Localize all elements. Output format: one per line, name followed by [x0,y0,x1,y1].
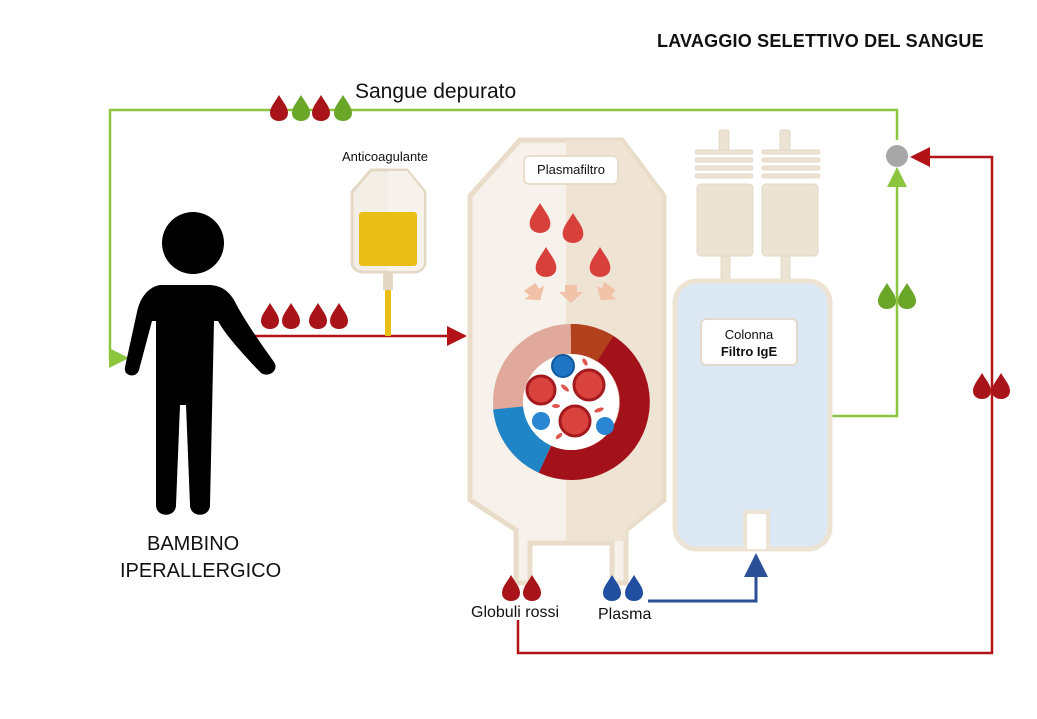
drops-sangue-depurato [270,95,352,121]
green-return-line [108,108,907,418]
label-colonna-box: Colonna Filtro IgE [700,318,798,366]
label-colonna: Colonna [724,327,774,342]
label-iperallergico: IPERALLERGICO [120,560,282,582]
diagram-title: LAVAGGIO SELETTIVO DEL SANGUE [657,31,984,51]
label-bambino: BAMBINO [147,533,240,555]
blue-plasma-line [648,553,768,603]
anticoagulant-bag-icon [350,168,427,336]
label-plasmafiltro: Plasmafiltro [523,155,619,185]
flow-arrows [523,281,617,303]
person-icon [124,212,276,515]
column-bags-icon [694,129,821,281]
label-globuli-rossi: Globuli rossi [471,604,560,621]
label-sangue-depurato: Sangue depurato [355,80,517,103]
label-plasma: Plasma [598,606,652,623]
drops-from-patient [261,303,348,329]
label-anticoagulante: Anticoagulante [342,149,429,164]
label-filtro-ige: Filtro IgE [720,344,778,359]
junction-icon [886,145,908,167]
red-flow-lines [250,147,994,655]
cell-donut-icon [493,323,650,480]
